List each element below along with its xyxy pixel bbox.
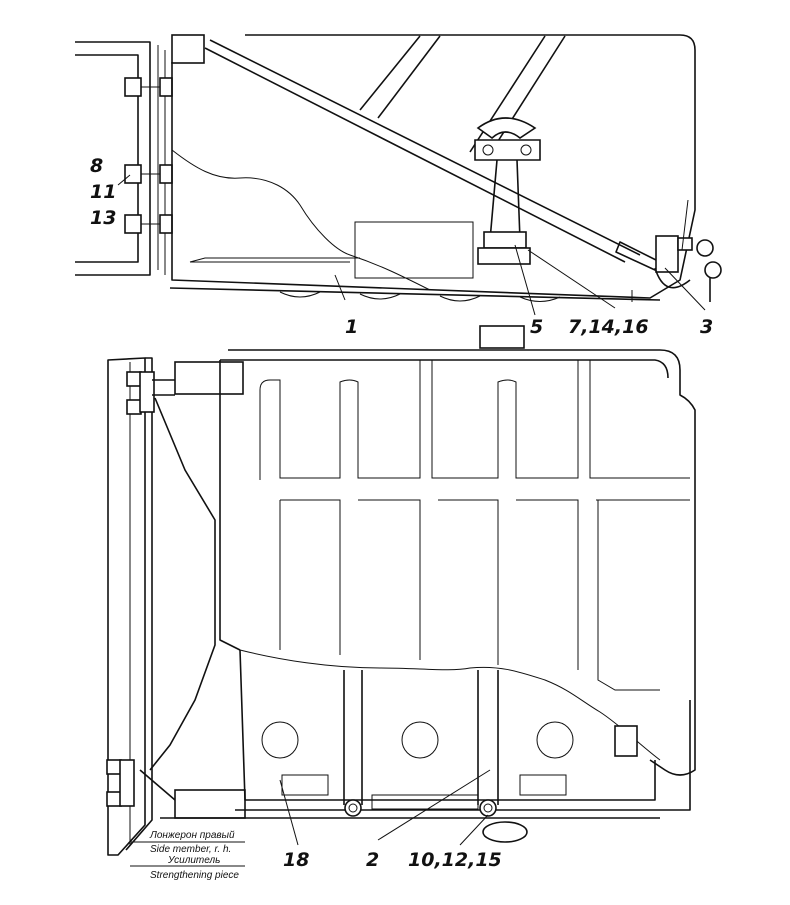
upper-hinge-bracket	[174, 361, 244, 395]
frame-side-member	[75, 41, 166, 276]
callout-10-12-15: 10,12,15	[408, 849, 502, 871]
callout-5: 5	[530, 316, 543, 338]
callout-11: 11	[90, 181, 116, 203]
hold-down-clamp	[474, 117, 541, 265]
frame-bolts	[124, 77, 173, 234]
battery-tray-plan	[160, 649, 691, 819]
hinge-bracket	[171, 34, 205, 64]
side-elevation-view	[75, 34, 722, 316]
battery-box-lid-plan	[219, 349, 696, 776]
plan-bolts	[106, 371, 155, 807]
note-strengthening-en: Strengthening piece	[150, 870, 239, 881]
note-side-member-en: Side member, r. h.	[150, 844, 231, 855]
connector-plan	[614, 725, 638, 757]
callout-8: 8	[90, 155, 103, 177]
callout-3: 3	[700, 316, 713, 338]
leader-lines-top	[117, 174, 706, 316]
tie-rods	[343, 670, 499, 817]
top-clamp-plan	[479, 325, 525, 349]
leader-lines-bottom	[279, 769, 491, 846]
bottom-foot-plan	[482, 821, 528, 843]
callout-2: 2	[366, 849, 379, 871]
note-strengthening-ru: Усилитель	[167, 855, 220, 866]
callout-18: 18	[283, 849, 309, 871]
battery-box-side	[169, 34, 696, 302]
note-underlines	[130, 841, 245, 867]
lock-with-key	[615, 199, 722, 302]
callout-13: 13	[90, 207, 116, 229]
lower-hinge-bracket	[174, 789, 246, 819]
plan-view	[106, 325, 696, 867]
note-side-member-ru: Лонжерон правый	[149, 830, 235, 841]
callout-7-14-16: 7,14,16	[568, 316, 649, 338]
callout-1: 1	[345, 316, 358, 338]
